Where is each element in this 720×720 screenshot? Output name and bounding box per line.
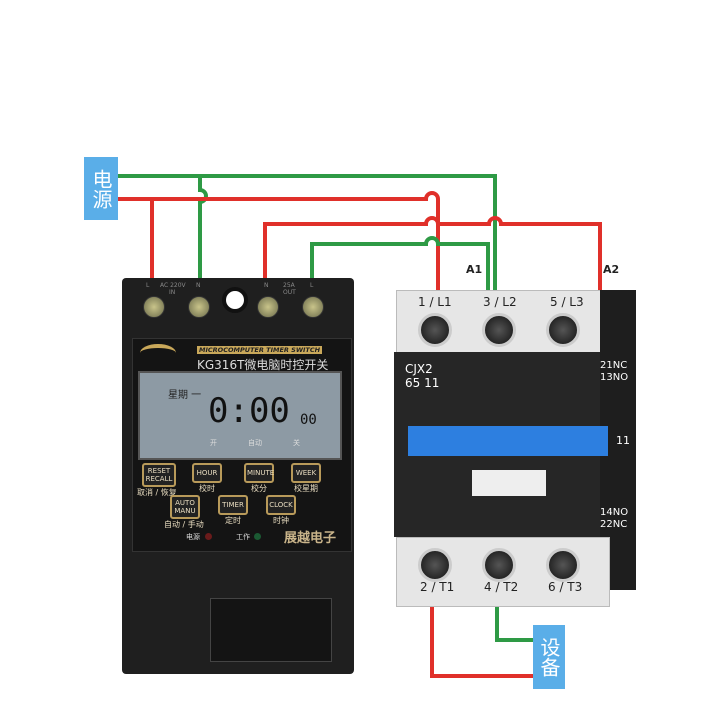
contactor-label-plate [472,470,546,496]
aux-label: 22NC [600,519,628,530]
button-caption: 校分 [251,484,267,493]
work-led-icon [254,533,261,540]
terminal-label-ac220v: AC 220V [160,282,186,289]
neutral-wire-timer-out [310,236,490,292]
contactor-actuator[interactable] [408,426,608,456]
neutral-wire-main [118,174,497,300]
terminal-label-25a: 25A [283,282,295,289]
device-label: 设备 [533,625,565,689]
terminal-l1-label: 1 / L1 [418,295,452,309]
terminal-l2-label: 3 / L2 [483,295,517,309]
mode-off: 关 [293,439,300,447]
auto-manu-button[interactable]: AUTO MANU [170,495,200,519]
live-wire-load [430,585,535,678]
aux-label: 21NC [600,360,628,371]
hour-button[interactable]: HOUR [192,463,222,483]
mount-hole [222,287,248,313]
brand-logo [140,344,176,362]
button-caption: 取消 / 恢复 [137,488,177,497]
terminal-screw-t3[interactable] [546,548,580,582]
button-caption: 校时 [199,484,215,493]
mode-on: 开 [210,439,217,447]
timer-bottom-cover [210,598,332,662]
a1-label: A1 [466,263,483,276]
terminal-t3-label: 6 / T3 [548,580,583,594]
timer-button[interactable]: TIMER [218,495,248,515]
lcd-display [138,371,342,460]
terminal-label-n-in: N [196,282,201,289]
rating-text: 65 11 [405,376,440,390]
terminal-screw-l1[interactable] [418,313,452,347]
aux-label: 13NO [600,372,629,383]
button-caption: 定时 [225,516,241,525]
button-caption: 时钟 [273,516,289,525]
terminal-label-in: IN [169,289,176,296]
terminal-screw [188,296,210,318]
lcd-day: 星期 一 [168,390,202,401]
power-label: 电源 [84,157,118,220]
power-led-icon [205,533,212,540]
mode-auto: 自动 [248,439,262,447]
live-wire-main [118,191,440,300]
brand-banner: MICROCOMPUTER TIMER SWITCH [197,346,323,354]
terminal-screw-l3[interactable] [546,313,580,347]
model-title: KG316T微电脑时控开关 [197,358,329,372]
work-indicator-label: 工作 [236,533,250,541]
power-indicator-label: 电源 [186,533,200,541]
button-caption: 校星期 [294,484,318,493]
terminal-screw-t2[interactable] [482,548,516,582]
terminal-screw [302,296,324,318]
terminal-screw-t1[interactable] [418,548,452,582]
terminal-screw [257,296,279,318]
terminal-l3-label: 5 / L3 [550,295,584,309]
lcd-modes: 开 自动 关 [210,438,300,448]
aux-label: 14NO [600,507,629,518]
button-caption: 自动 / 手动 [164,520,204,529]
neutral-wire-timer-in [198,176,208,285]
maker-name: 展越电子 [284,531,337,546]
week-button[interactable]: WEEK [291,463,321,483]
live-wire-timer-out [263,216,602,292]
aux-side-label: 11 [616,434,630,447]
lcd-time: 0:00 [208,391,290,431]
terminal-t1-label: 2 / T1 [420,580,455,594]
reset-recall-button[interactable]: RESET RECALL [142,463,176,487]
terminal-label-l-in: L [146,282,150,289]
terminal-label-n-out: N [264,282,269,289]
terminal-label-out: OUT [283,289,296,296]
model-text: CJX2 [405,362,433,376]
clock-button[interactable]: CLOCK [266,495,296,515]
minute-button[interactable]: MINUTE [244,463,274,483]
lcd-seconds: 00 [300,412,317,428]
terminal-screw-l2[interactable] [482,313,516,347]
terminal-t2-label: 4 / T2 [484,580,519,594]
terminal-label-l-out: L [310,282,314,289]
a2-label: A2 [603,263,620,276]
terminal-screw [143,296,165,318]
